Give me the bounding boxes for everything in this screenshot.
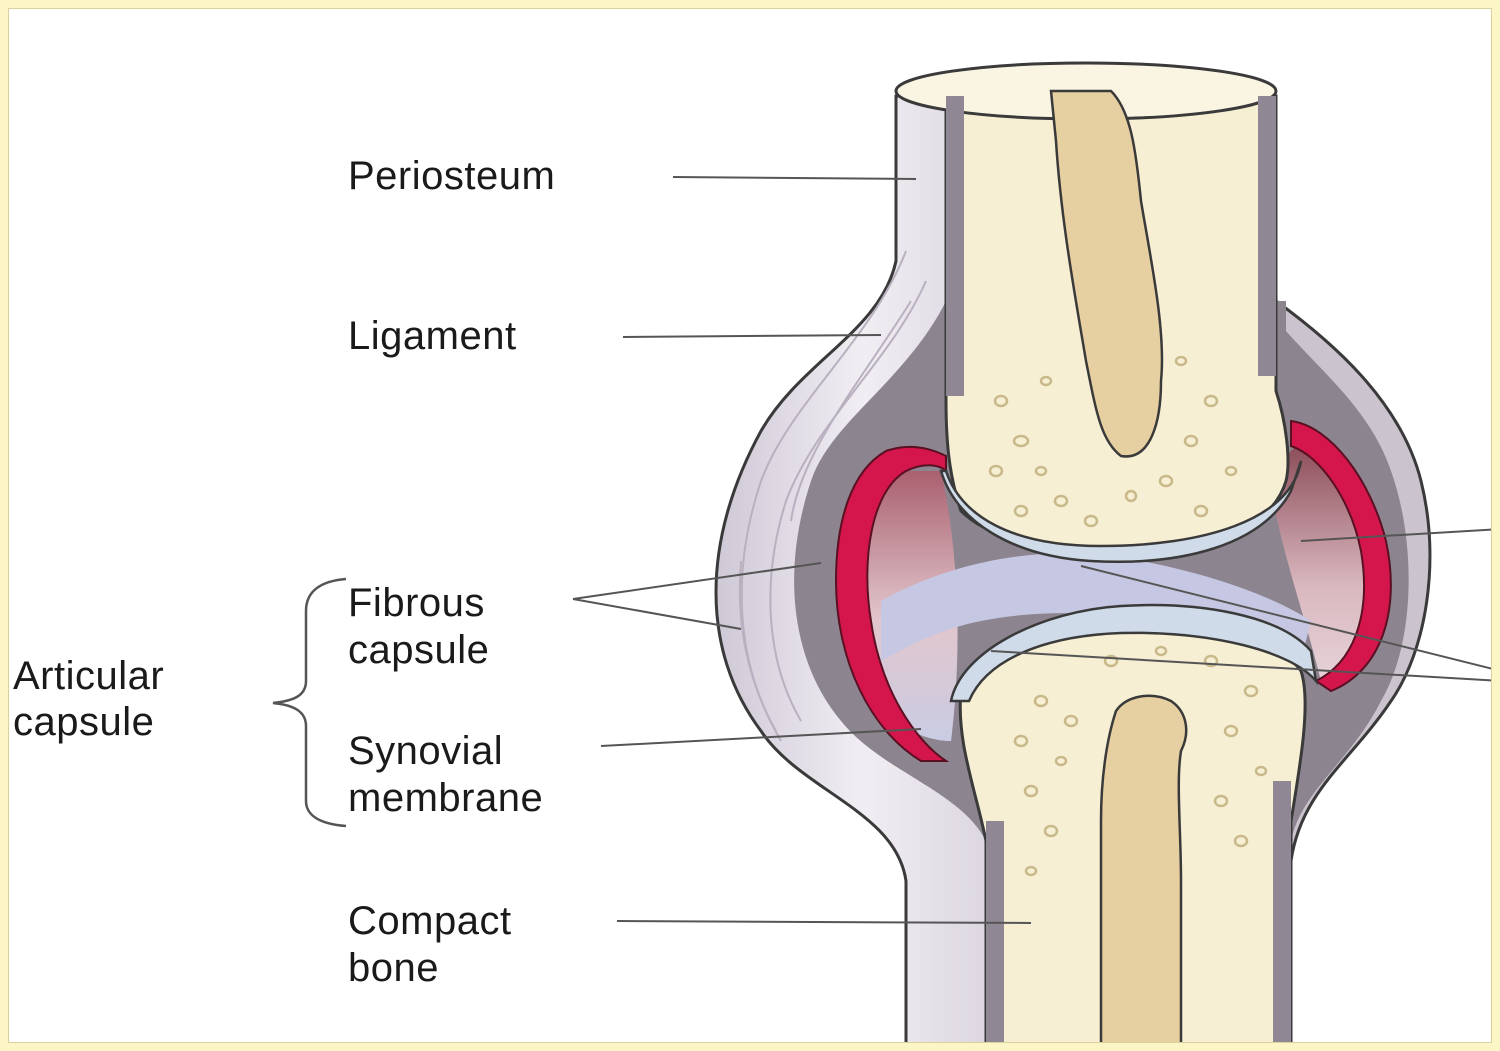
label-compact-bone-line1: Compact — [348, 899, 512, 943]
label-articular-capsule-line2: capsule — [13, 700, 154, 744]
synovial-joint-diagram: Periosteum Ligament Fibrous capsule Arti… — [9, 9, 1492, 1043]
label-compact-bone-line2: bone — [348, 946, 439, 990]
label-periosteum: Periosteum — [348, 154, 555, 198]
label-synovial-membrane-line1: Synovial — [348, 729, 503, 773]
label-fibrous-capsule-line2: capsule — [348, 628, 489, 672]
label-fibrous-capsule-line1: Fibrous — [348, 581, 485, 625]
label-ligament: Ligament — [348, 314, 517, 358]
label-synovial-membrane-line2: membrane — [348, 776, 543, 820]
lower-compact-bone-strip — [986, 821, 1004, 1043]
label-articular-capsule-line1: Articular — [13, 654, 164, 698]
lower-marrow-cavity — [1101, 696, 1186, 1043]
diagram-frame: Periosteum Ligament Fibrous capsule Arti… — [8, 8, 1492, 1043]
lower-compact-bone-strip-right — [1273, 781, 1291, 1043]
articular-capsule-bracket — [273, 579, 346, 826]
upper-compact-bone-strip-right — [1258, 96, 1276, 376]
upper-compact-bone-strip — [946, 96, 964, 396]
